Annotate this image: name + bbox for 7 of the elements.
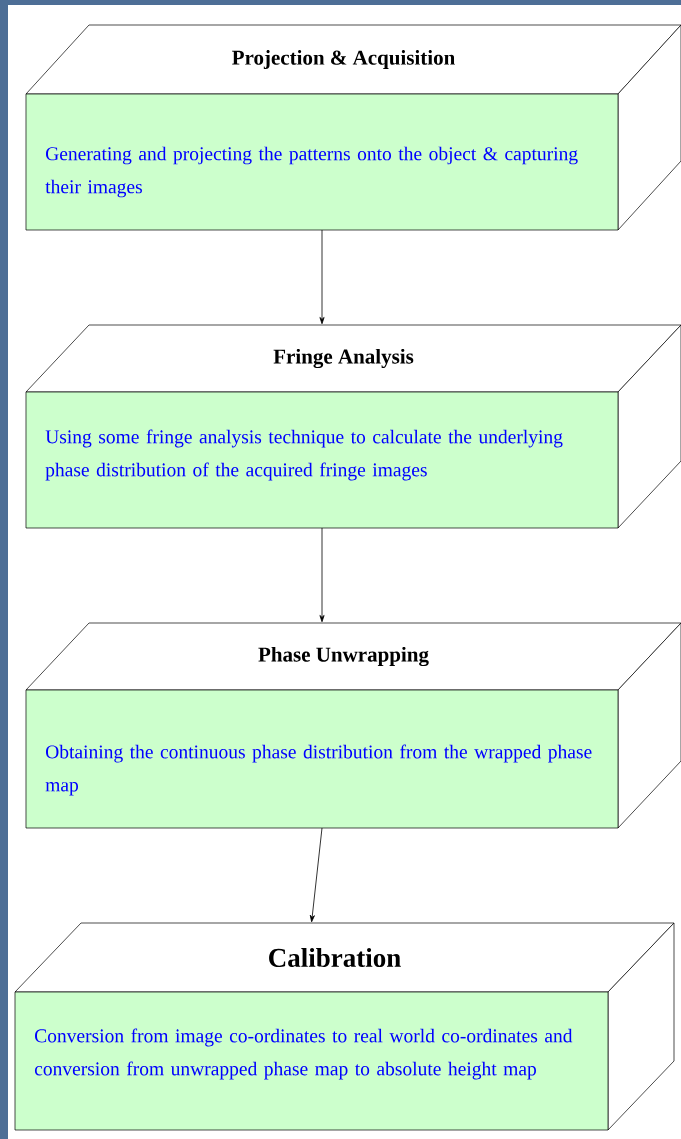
block-heading: Projection & Acquisition (232, 50, 455, 69)
block-heading: Phase Unwrapping (258, 646, 429, 667)
block-heading: Fringe Analysis (273, 348, 414, 369)
arrow (319, 229, 325, 325)
arrow (309, 827, 323, 923)
arrow (319, 527, 325, 623)
block-heading: Calibration (269, 948, 401, 967)
